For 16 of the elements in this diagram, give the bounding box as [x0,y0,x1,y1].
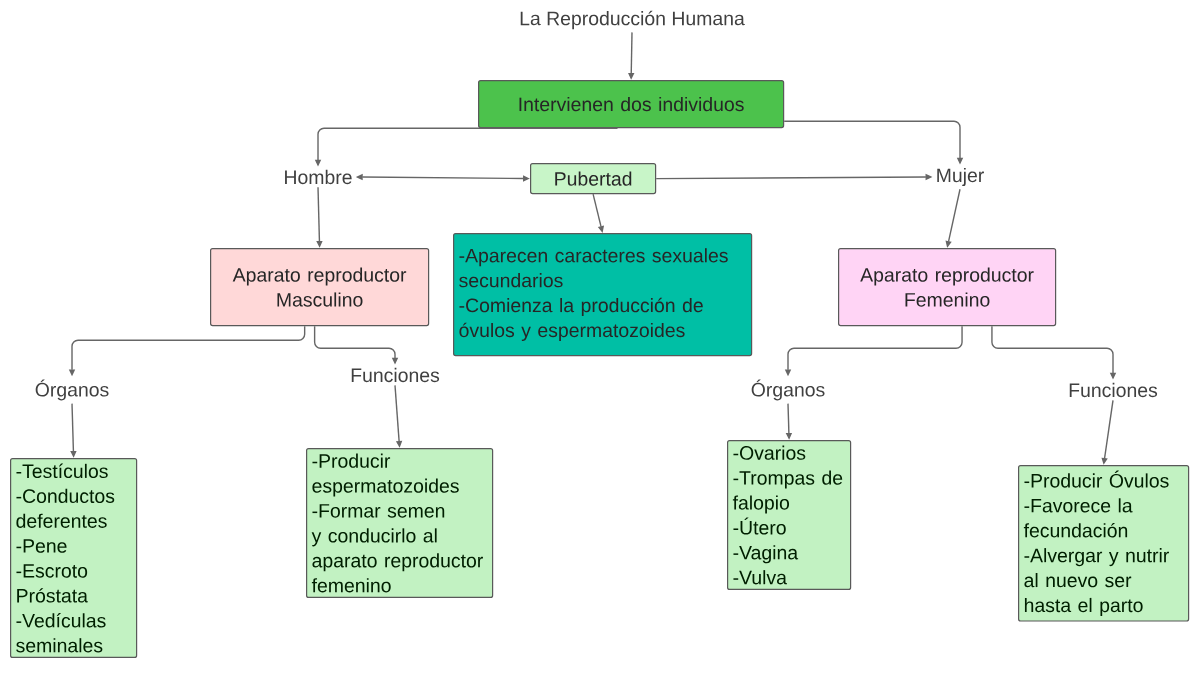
list-box: -Producir Óvulos -Favorece la fecundación -Alvergar y nutrir al nuevo ser hasta el parto [1018,465,1190,622]
list-box: -Producir espermatozoides -Formar semen y conducirlo al aparato reproductor femenino [306,448,494,598]
process-box: Intervienen dos individuos [478,80,785,129]
process-box: Aparato reproductor Femenino [838,248,1057,327]
process-box: Pubertad [530,163,657,195]
text-label: Funciones [351,367,440,383]
text-label: Hombre [285,169,352,185]
process-box: -Aparecen caracteres sexuales secundarios -Comienza la producción de óvulos y espermatozoides [453,233,753,357]
heading-text: La Reproducción Humana [520,10,745,30]
text-label: Órganos [35,379,109,401]
process-box: Aparato reproductor Masculino [210,248,430,327]
list-box: -Ovarios -Trompas de falopio -Útero -Vagina -Vulva [727,440,852,590]
text-label: Órganos [751,379,825,401]
text-label: Funciones [1069,382,1158,398]
list-box: -Testículos -Conductos deferentes -Pene -Escroto Próstata -Vedículas seminales [10,458,138,659]
text-label: Mujer [937,167,984,187]
